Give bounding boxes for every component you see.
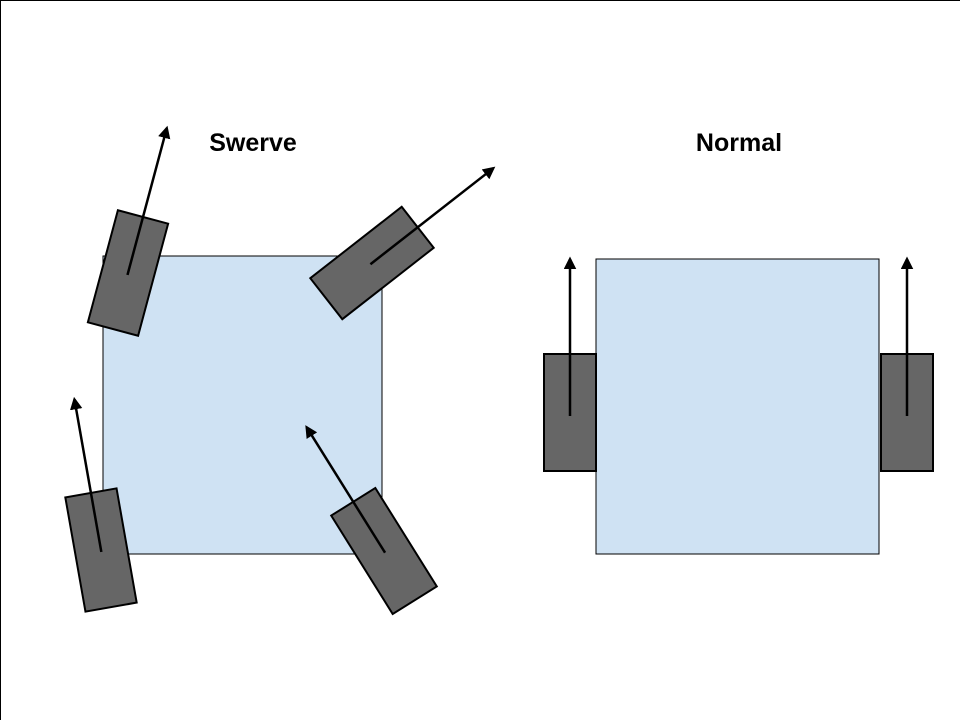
swerve-wheel-rear-right (305, 425, 439, 616)
direction-arrow (126, 125, 171, 276)
normal-wheel-left (543, 256, 597, 472)
normal-title: Normal (695, 129, 783, 157)
swerve-wheel-front-left (86, 125, 171, 337)
direction-arrow (369, 166, 496, 266)
swerve-drive-group (64, 125, 496, 616)
normal-drive-group (543, 256, 934, 555)
swerve-wheel-front-right (308, 166, 496, 321)
swerve-title: Swerve (209, 129, 297, 157)
swerve-wheel-rear-left (64, 396, 138, 613)
normal-wheel-right (880, 256, 934, 472)
direction-arrow (70, 396, 103, 553)
direction-arrow (305, 425, 387, 554)
normal-chassis (595, 258, 880, 555)
